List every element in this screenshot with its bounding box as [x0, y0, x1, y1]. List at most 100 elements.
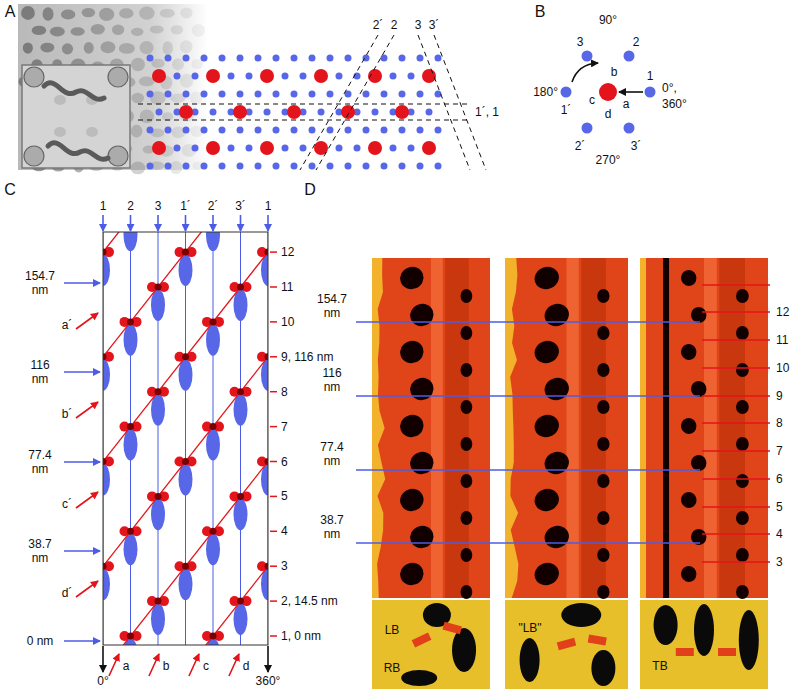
lattice-dot [336, 73, 343, 80]
micrograph-blob [23, 42, 33, 53]
helix-arrow [76, 313, 98, 329]
column-arrow [240, 215, 242, 231]
lattice-dot [582, 51, 593, 62]
row-tick [270, 251, 277, 253]
density-hole [461, 511, 473, 525]
inset-blob [54, 127, 66, 137]
bridge-label: TB [650, 659, 669, 673]
helix-line [103, 496, 268, 645]
micrograph-blob [180, 7, 192, 18]
density-hole [531, 263, 562, 292]
lattice-dot [147, 91, 154, 98]
row-line [702, 561, 770, 563]
lattice-dot [291, 91, 298, 98]
blue-density [103, 254, 110, 286]
column-label: 2´ [208, 199, 219, 213]
blue-density [206, 232, 220, 251]
lattice-dot [228, 145, 235, 152]
inset-circle [108, 146, 128, 166]
row-label: 1, 0 nm [281, 629, 321, 643]
lattice-dot [255, 55, 262, 62]
row-line [702, 506, 770, 508]
lattice-center [233, 105, 247, 119]
row-line [702, 311, 770, 313]
section-gap [452, 628, 476, 672]
column-arrow [157, 215, 159, 231]
row-line [702, 367, 770, 369]
direction-label: 3 [577, 35, 584, 49]
lattice-dot [363, 163, 370, 170]
density-hole [679, 490, 699, 510]
dashed-line [300, 35, 378, 170]
row-tick [270, 496, 277, 498]
lattice-dot [399, 91, 406, 98]
density-hole [461, 363, 473, 377]
row-tick [270, 600, 277, 602]
dimer-center [237, 493, 244, 500]
micrograph-blob [192, 24, 205, 37]
density-edge [505, 258, 518, 598]
height-arrow [64, 461, 100, 463]
cross-section [505, 600, 628, 689]
density-hole [736, 437, 749, 451]
row-tick [270, 356, 277, 358]
lattice-dot [372, 109, 379, 116]
lattice-dot [174, 145, 181, 152]
micrograph-blob [131, 125, 143, 138]
density-hole [531, 485, 562, 514]
lattice-dot [318, 109, 325, 116]
site-label: c [589, 93, 595, 107]
height-line [356, 321, 700, 323]
row-line [702, 478, 770, 480]
dashed-line [138, 120, 470, 121]
density-map [505, 258, 628, 599]
density-hole [679, 342, 699, 362]
micrograph-blob [99, 8, 114, 21]
density-hole [597, 400, 609, 414]
helix-label: a´ [62, 318, 73, 332]
helix-line [103, 232, 268, 645]
lattice-dot [435, 127, 442, 134]
row-line [702, 450, 770, 452]
height-line [356, 469, 700, 471]
density-hole [397, 338, 427, 367]
micrograph-blob [190, 91, 202, 105]
height-label: 154.7 nm [313, 292, 351, 320]
direction-label: 3´ [429, 18, 440, 32]
lattice-dot [237, 127, 244, 134]
micrograph-blob [112, 25, 124, 35]
lattice-dot [354, 145, 361, 152]
cross-section [372, 600, 490, 689]
row-line [702, 339, 770, 341]
lattice-dot [327, 127, 334, 134]
lattice-dot [291, 127, 298, 134]
lattice-dot [165, 91, 172, 98]
density-hole [736, 326, 749, 340]
site-label: b [611, 65, 618, 79]
lattice-dot [183, 55, 190, 62]
lattice-dot [300, 73, 307, 80]
panel-letter: A [5, 3, 16, 21]
lattice-center [260, 69, 274, 83]
panel-c [0, 0, 653, 691]
helix-line [103, 232, 268, 645]
lattice-dot [381, 127, 388, 134]
inset-s-shape [48, 143, 108, 159]
density-hole [679, 268, 699, 288]
dimer-center [127, 633, 134, 640]
density-hole [461, 585, 473, 599]
lattice-dot [345, 163, 352, 170]
lattice-dot [219, 163, 226, 170]
panel-letter: C [4, 181, 16, 199]
angle-label: 90° [599, 13, 617, 27]
lattice-dot [309, 91, 316, 98]
height-arrow [64, 282, 100, 284]
helix-line [103, 232, 268, 645]
section-gap [401, 670, 437, 686]
density-hole [531, 411, 562, 440]
row-label: 10 [281, 315, 294, 329]
height-label: 116 nm [21, 358, 59, 386]
dimer-center [210, 633, 217, 640]
density-hole [597, 474, 609, 488]
blue-density [103, 568, 110, 600]
